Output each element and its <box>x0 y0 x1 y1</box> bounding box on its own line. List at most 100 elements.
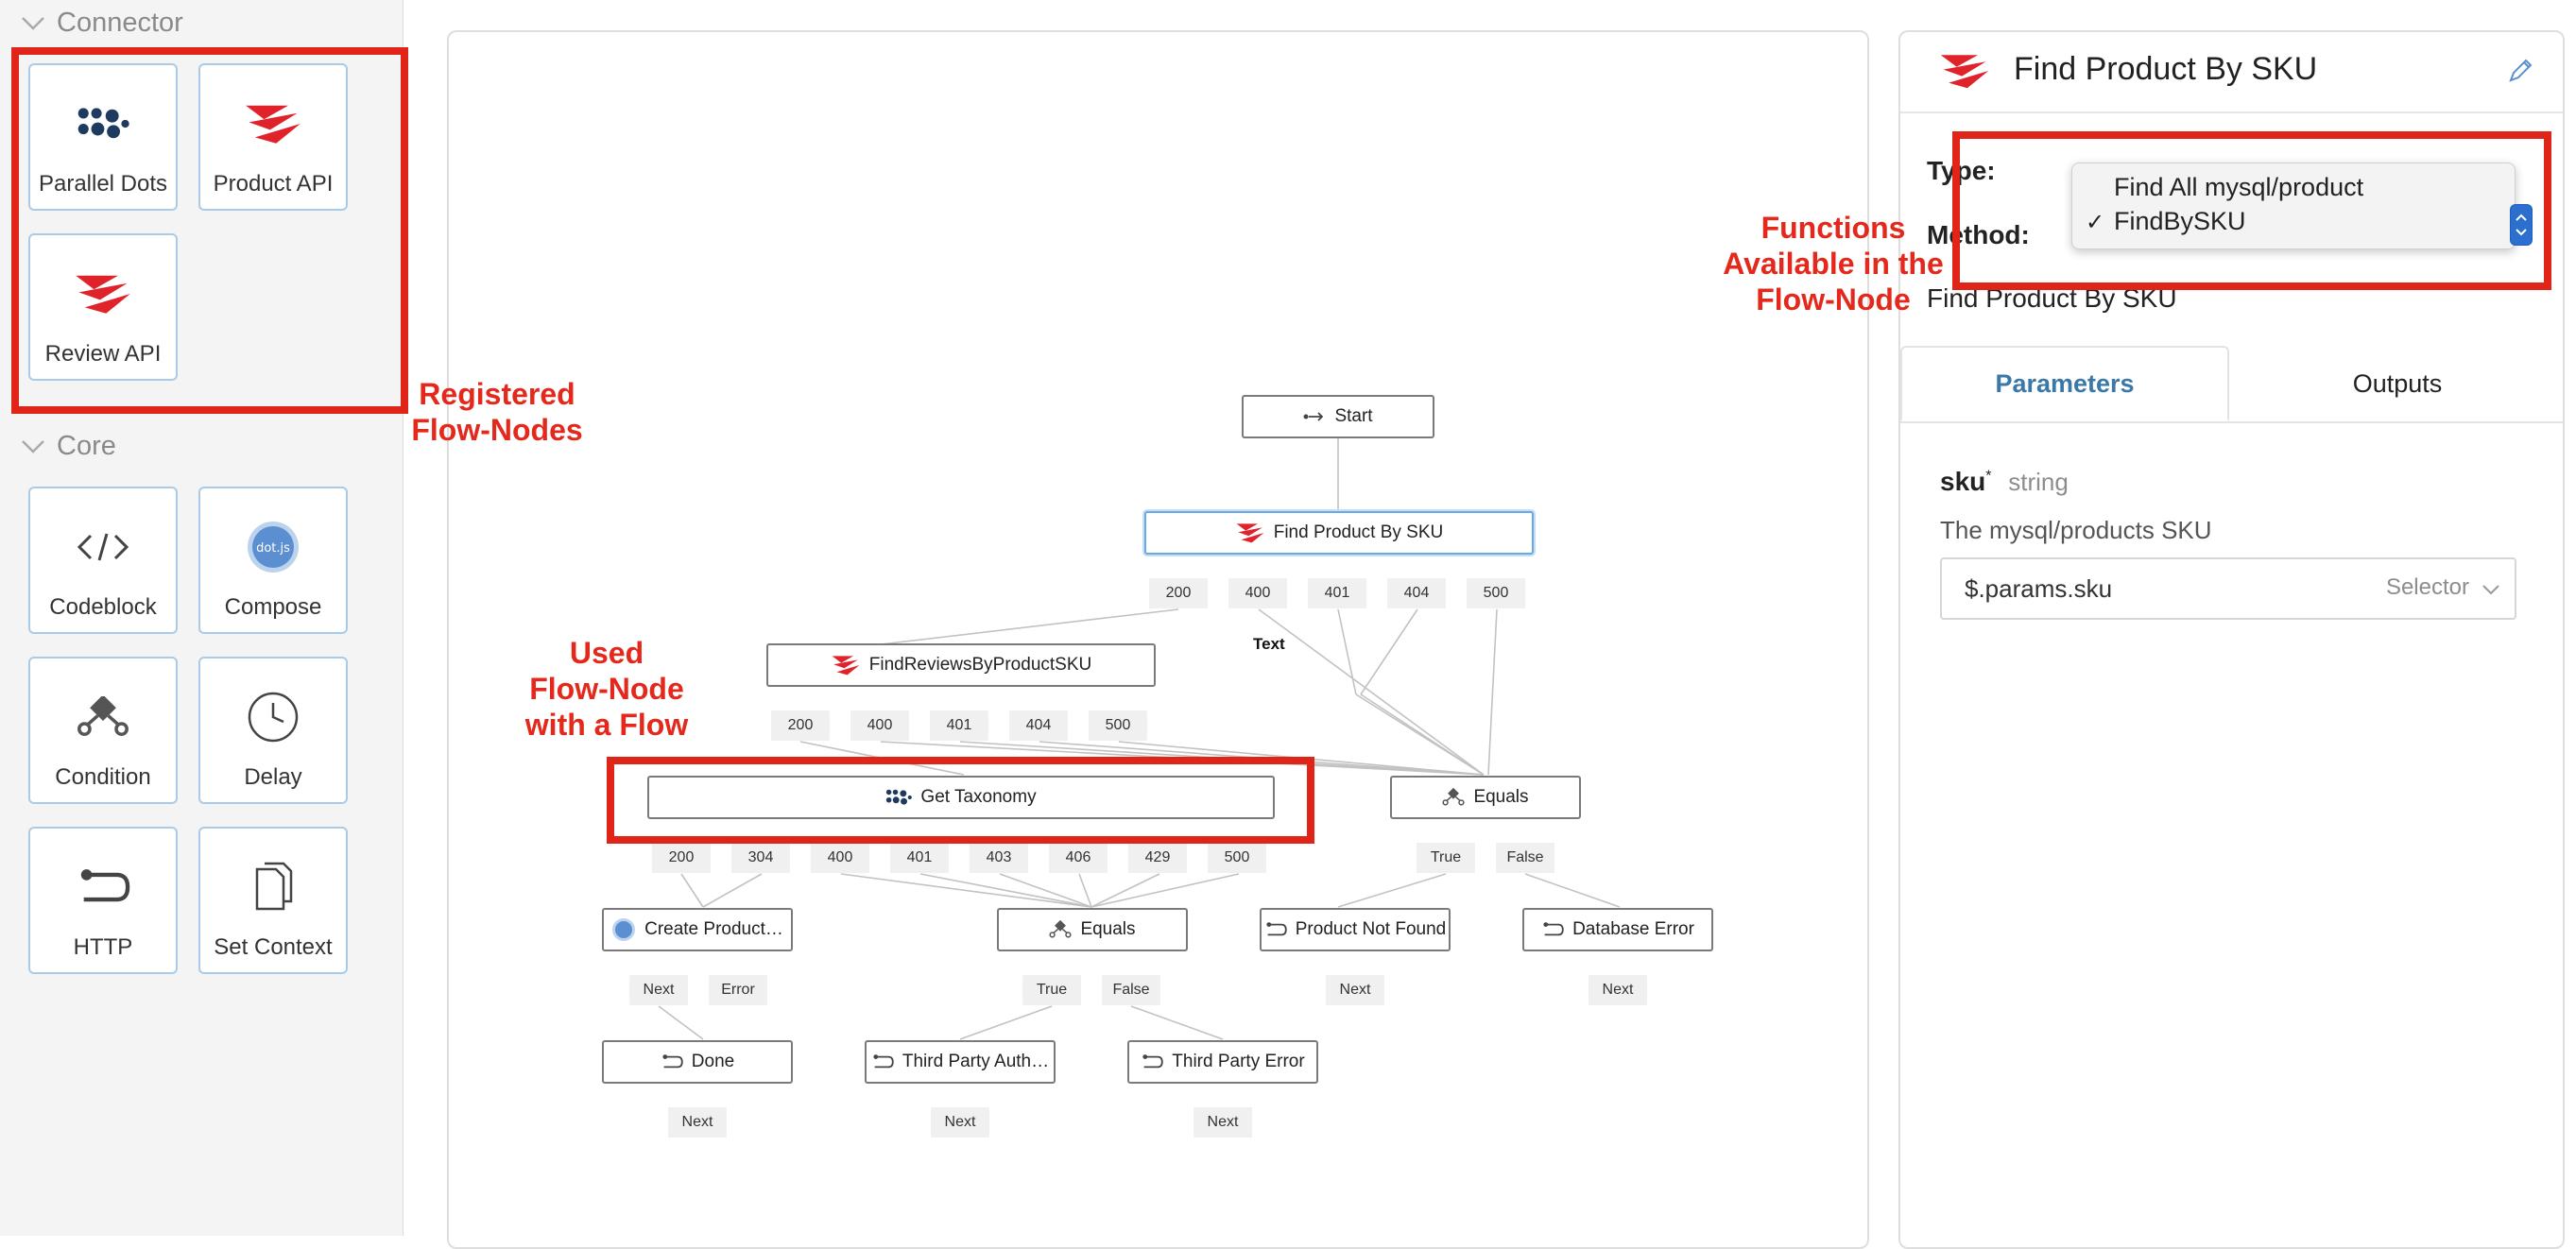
palette-item-set-context[interactable]: Set Context <box>198 827 348 974</box>
get-taxonomy-port[interactable]: 403 <box>970 843 1028 873</box>
dotjs-icon: dot.js <box>248 522 299 573</box>
find-reviews-port[interactable]: 500 <box>1089 710 1147 741</box>
annotation-functions: Functions Available in the Flow-Node <box>1723 211 1944 317</box>
product-not-found-port[interactable]: Next <box>1326 975 1384 1005</box>
node-label: Third Party Auth… <box>902 1052 1050 1071</box>
third-party-auth-port[interactable]: Next <box>931 1107 989 1138</box>
http-return-icon <box>1541 921 1564 938</box>
get-taxonomy-port[interactable]: 400 <box>811 843 869 873</box>
palette-item-label: Compose <box>224 594 322 620</box>
get-taxonomy-port[interactable]: 304 <box>731 843 790 873</box>
tab-parameters[interactable]: Parameters <box>1900 346 2229 421</box>
tab-outputs[interactable]: Outputs <box>2352 368 2443 398</box>
node-label: Done <box>691 1052 735 1071</box>
get-taxonomy-port[interactable]: 401 <box>890 843 949 873</box>
palette-item-delay[interactable]: Delay <box>198 657 348 804</box>
palette-item-label: Parallel Dots <box>38 171 168 197</box>
find-reviews-port[interactable]: 200 <box>771 710 830 741</box>
create-product-port[interactable]: Error <box>709 975 767 1005</box>
method-dropdown-menu[interactable]: Find All mysql/product ✓ FindBySKU <box>2071 163 2516 249</box>
svg-text:dot.js: dot.js <box>256 541 290 556</box>
http-return-icon <box>1264 921 1287 938</box>
http-return-icon <box>661 1053 683 1070</box>
find-reviews-port[interactable]: 400 <box>850 710 909 741</box>
param-value: $.params.sku <box>1965 574 2113 603</box>
palette-item-parallel-dots[interactable]: Parallel Dots <box>28 63 178 211</box>
find-reviews-port[interactable]: 404 <box>1009 710 1068 741</box>
annotation-used: Used Flow-Node with a Flow <box>524 636 689 742</box>
find-product-port[interactable]: 200 <box>1149 578 1208 608</box>
chevron-down-icon <box>22 16 44 30</box>
node-product-not-found[interactable]: Product Not Found <box>1260 908 1451 951</box>
select-stepper[interactable] <box>2510 204 2533 246</box>
node-label: Start <box>1334 406 1373 426</box>
required-marker: * <box>1985 468 1992 485</box>
palette-item-product-api[interactable]: Product API <box>198 63 348 211</box>
node-equals-right[interactable]: Equals <box>1390 776 1581 819</box>
param-description: The mysql/products SKU <box>1940 516 2212 544</box>
equals-right-port[interactable]: False <box>1496 843 1554 873</box>
flow-node-palette: Connector Parallel Dots Product API Revi… <box>0 0 404 1236</box>
node-find-reviews-by-product-sku[interactable]: FindReviewsByProductSKU <box>766 643 1156 687</box>
inspector-title: Find Product By SKU <box>2014 51 2318 87</box>
highlight-used-node <box>607 757 1314 844</box>
palette-item-label: Set Context <box>214 934 333 960</box>
selector-label[interactable]: Selector <box>2385 574 2469 600</box>
create-product-port[interactable]: Next <box>629 975 688 1005</box>
node-label: Find Product By SKU <box>1273 522 1444 542</box>
third-party-error-port[interactable]: Next <box>1194 1107 1252 1138</box>
done-port[interactable]: Next <box>668 1107 727 1138</box>
find-product-port[interactable]: 401 <box>1308 578 1366 608</box>
copy-icon <box>255 862 293 911</box>
node-third-party-error[interactable]: Third Party Error <box>1127 1040 1318 1084</box>
method-option-find-all[interactable]: Find All mysql/product <box>2114 173 2364 201</box>
find-product-port[interactable]: 400 <box>1228 578 1287 608</box>
palette-item-label: Condition <box>55 764 151 790</box>
param-sku-input[interactable]: $.params.sku Selector <box>1940 557 2516 620</box>
get-taxonomy-port[interactable]: 406 <box>1049 843 1108 873</box>
section-title: Core <box>57 431 116 461</box>
node-find-product-by-sku[interactable]: Find Product By SKU <box>1144 511 1534 555</box>
node-database-error[interactable]: Database Error <box>1522 908 1713 951</box>
axway-logo-icon <box>1938 47 1991 94</box>
palette-item-http[interactable]: HTTP <box>28 827 178 974</box>
find-reviews-port[interactable]: 401 <box>930 710 988 741</box>
palette-item-codeblock[interactable]: Codeblock <box>28 487 178 634</box>
node-label: Database Error <box>1572 919 1694 939</box>
get-taxonomy-port[interactable]: 200 <box>652 843 711 873</box>
node-done[interactable]: Done <box>602 1040 793 1084</box>
palette-item-review-api[interactable]: Review API <box>28 233 178 381</box>
section-core[interactable]: Core <box>19 431 116 462</box>
method-option-find-by-sku[interactable]: FindBySKU <box>2114 207 2246 235</box>
palette-item-compose[interactable]: dot.js Compose <box>198 487 348 634</box>
node-create-product[interactable]: Create Product… <box>602 908 793 951</box>
section-connector[interactable]: Connector <box>19 8 183 39</box>
chevron-up-down-icon <box>2516 214 2527 236</box>
node-label: Third Party Error <box>1172 1052 1305 1071</box>
node-label: FindReviewsByProductSKU <box>868 655 1092 675</box>
clock-icon <box>248 692 299 743</box>
find-product-port[interactable]: 404 <box>1387 578 1446 608</box>
node-third-party-auth[interactable]: Third Party Auth… <box>865 1040 1056 1084</box>
find-product-port[interactable]: 500 <box>1467 578 1525 608</box>
get-taxonomy-port[interactable]: 429 <box>1128 843 1187 873</box>
checkmark-icon: ✓ <box>2086 210 2105 235</box>
database-error-port[interactable]: Next <box>1589 975 1647 1005</box>
equals-right-port[interactable]: True <box>1417 843 1475 873</box>
http-return-icon <box>1141 1053 1163 1070</box>
equals-mid-port[interactable]: True <box>1022 975 1081 1005</box>
node-equals-mid[interactable]: Equals <box>997 908 1188 951</box>
node-get-taxonomy[interactable]: Get Taxonomy <box>647 776 1275 819</box>
start-arrow-icon <box>1303 412 1324 421</box>
node-start[interactable]: Start <box>1242 395 1434 438</box>
palette-item-label: Delay <box>244 764 302 790</box>
palette-item-condition[interactable]: Condition <box>28 657 178 804</box>
highlight-registered-nodes <box>11 47 408 414</box>
equals-mid-port[interactable]: False <box>1102 975 1160 1005</box>
edit-pencil-icon[interactable] <box>2506 57 2534 85</box>
inspector-header: Find Product By SKU <box>1900 32 2563 113</box>
get-taxonomy-port[interactable]: 500 <box>1208 843 1266 873</box>
annotation-registered: Registered Flow-Nodes <box>411 377 583 447</box>
chevron-down-icon[interactable] <box>2481 582 2501 597</box>
http-return-icon <box>871 1053 894 1070</box>
